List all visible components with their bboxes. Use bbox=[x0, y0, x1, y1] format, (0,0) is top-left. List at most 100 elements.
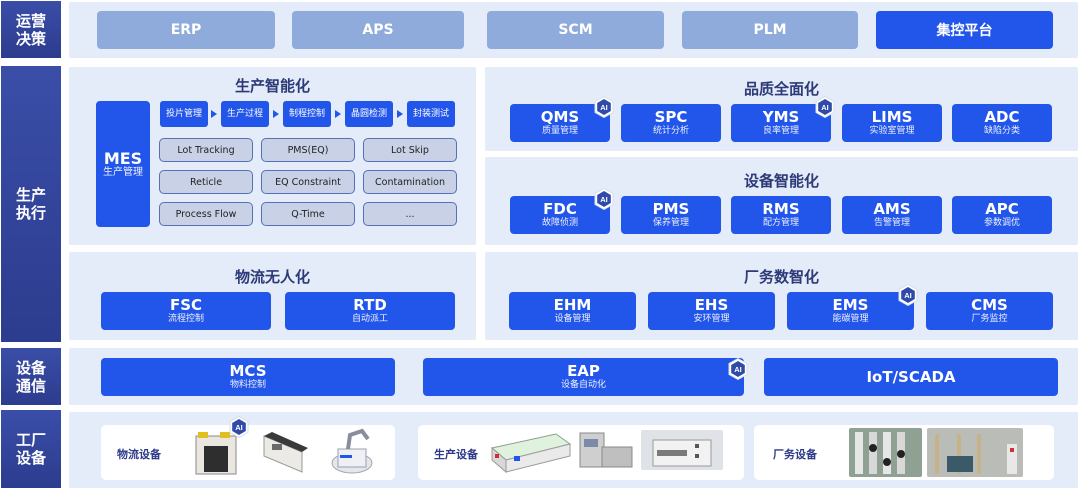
equipment-title: 设备智能化 bbox=[743, 172, 819, 190]
layer-label: 设备通信 bbox=[15, 358, 46, 395]
item-sub: 设备自动化 bbox=[560, 380, 606, 390]
step-production-process[interactable]: 生产过程 bbox=[221, 101, 269, 127]
cell-lot-skip[interactable]: Lot Skip bbox=[363, 138, 457, 162]
layer-label: 运营决策 bbox=[15, 11, 46, 48]
item-name: RTD bbox=[353, 296, 387, 314]
ai-badge-icon: AI bbox=[594, 96, 614, 118]
item-name: MCS bbox=[229, 362, 267, 380]
step-package-test[interactable]: 封装测试 bbox=[407, 101, 455, 127]
item-name: APC bbox=[985, 200, 1019, 218]
item-name: SPC bbox=[654, 108, 688, 126]
ai-badge-icon: AI bbox=[815, 96, 835, 118]
ai-badge-text: AI bbox=[600, 195, 608, 204]
layer-factory: 工厂设备 bbox=[1, 410, 61, 488]
plm-button[interactable]: PLM bbox=[682, 11, 858, 49]
item-name: EMS bbox=[832, 296, 869, 314]
cell-eq-constraint[interactable]: EQ Constraint bbox=[261, 170, 355, 194]
ai-badge-text: AI bbox=[600, 103, 608, 112]
item-sub: 安环管理 bbox=[693, 314, 730, 324]
item-name: QMS bbox=[540, 108, 580, 126]
item-sub: 保养管理 bbox=[652, 218, 689, 228]
arrow-icon bbox=[273, 110, 279, 118]
cell-pms-eq[interactable]: PMS(EQ) bbox=[261, 138, 355, 162]
mcs-button[interactable]: MCS 物料控制 bbox=[101, 358, 395, 396]
item-sub: 故障侦测 bbox=[541, 218, 578, 228]
item-name: FDC bbox=[543, 200, 577, 218]
item-name: RMS bbox=[762, 200, 800, 218]
arrow-icon bbox=[335, 110, 341, 118]
item-sub: 质量管理 bbox=[541, 126, 578, 136]
ai-badge-text: AI bbox=[904, 291, 912, 300]
mes-sub: 生产管理 bbox=[103, 167, 143, 178]
item-sub: 缺陷分类 bbox=[983, 126, 1020, 136]
production-title: 生产智能化 bbox=[234, 77, 310, 95]
cell-process-flow[interactable]: Process Flow bbox=[159, 202, 253, 226]
item-sub: 能碳管理 bbox=[832, 314, 869, 324]
item-sub: 统计分析 bbox=[652, 126, 689, 136]
arrow-icon bbox=[211, 110, 217, 118]
item-sub: 参数调优 bbox=[983, 218, 1020, 228]
cell-contamination[interactable]: Contamination bbox=[363, 170, 457, 194]
cell-lot-tracking[interactable]: Lot Tracking bbox=[159, 138, 253, 162]
item-name: IoT/SCADA bbox=[866, 367, 956, 386]
production-devices-label: 生产设备 bbox=[434, 448, 478, 461]
ai-badge-icon: AI bbox=[898, 284, 918, 306]
item-name: PMS bbox=[652, 200, 690, 218]
ai-badge-text: AI bbox=[734, 365, 742, 374]
control-platform-button[interactable]: 集控平台 bbox=[876, 11, 1053, 49]
cell-q-time[interactable]: Q-Time bbox=[261, 202, 355, 226]
step-process-control[interactable]: 制程控制 bbox=[283, 101, 331, 127]
eap-button[interactable]: EAP 设备自动化 bbox=[423, 358, 744, 396]
step-wafer-start[interactable]: 投片管理 bbox=[160, 101, 208, 127]
iot-scada-button[interactable]: IoT/SCADA bbox=[764, 358, 1058, 396]
item-name: ADC bbox=[984, 108, 1020, 126]
scm-button[interactable]: SCM bbox=[487, 11, 664, 49]
quality-title: 品质全面化 bbox=[743, 80, 819, 98]
facility-panel-image bbox=[849, 428, 922, 477]
aps-button[interactable]: APS bbox=[292, 11, 464, 49]
erp-button[interactable]: ERP bbox=[97, 11, 275, 49]
logistics-devices-label: 物流设备 bbox=[117, 448, 161, 461]
item-sub: 物料控制 bbox=[229, 380, 266, 390]
step-wafer-inspection[interactable]: 晶圆检测 bbox=[345, 101, 393, 127]
fsc-button[interactable]: FSC 流程控制 bbox=[101, 292, 271, 330]
mes-button[interactable]: MES 生产管理 bbox=[96, 101, 150, 227]
facility-devices-label: 厂务设备 bbox=[773, 448, 817, 461]
item-name: FSC bbox=[169, 296, 203, 314]
ai-badge-text: AI bbox=[235, 423, 243, 432]
conveyor-image bbox=[263, 432, 308, 473]
ai-badge-text: AI bbox=[821, 103, 829, 112]
ai-badge-icon: AI bbox=[728, 358, 748, 380]
stocker-image bbox=[195, 432, 237, 475]
ai-badge-icon: AI bbox=[594, 188, 614, 210]
item-sub: 配方管理 bbox=[762, 218, 799, 228]
equipment-cabinet-image bbox=[641, 430, 723, 470]
item-sub: 自动派工 bbox=[351, 314, 388, 324]
rtd-button[interactable]: RTD 自动派工 bbox=[285, 292, 455, 330]
layer-label: 生产执行 bbox=[15, 186, 46, 222]
cell-reticle[interactable]: Reticle bbox=[159, 170, 253, 194]
item-sub: 厂务监控 bbox=[971, 314, 1008, 324]
item-name: EHM bbox=[553, 296, 592, 314]
logistics-title: 物流无人化 bbox=[234, 268, 310, 286]
item-name: EAP bbox=[567, 362, 600, 380]
cell-more[interactable]: ... bbox=[363, 202, 457, 226]
production-line-image bbox=[490, 433, 572, 474]
item-sub: 设备管理 bbox=[554, 314, 591, 324]
item-name: EHS bbox=[694, 296, 729, 314]
item-sub: 告警管理 bbox=[873, 218, 910, 228]
